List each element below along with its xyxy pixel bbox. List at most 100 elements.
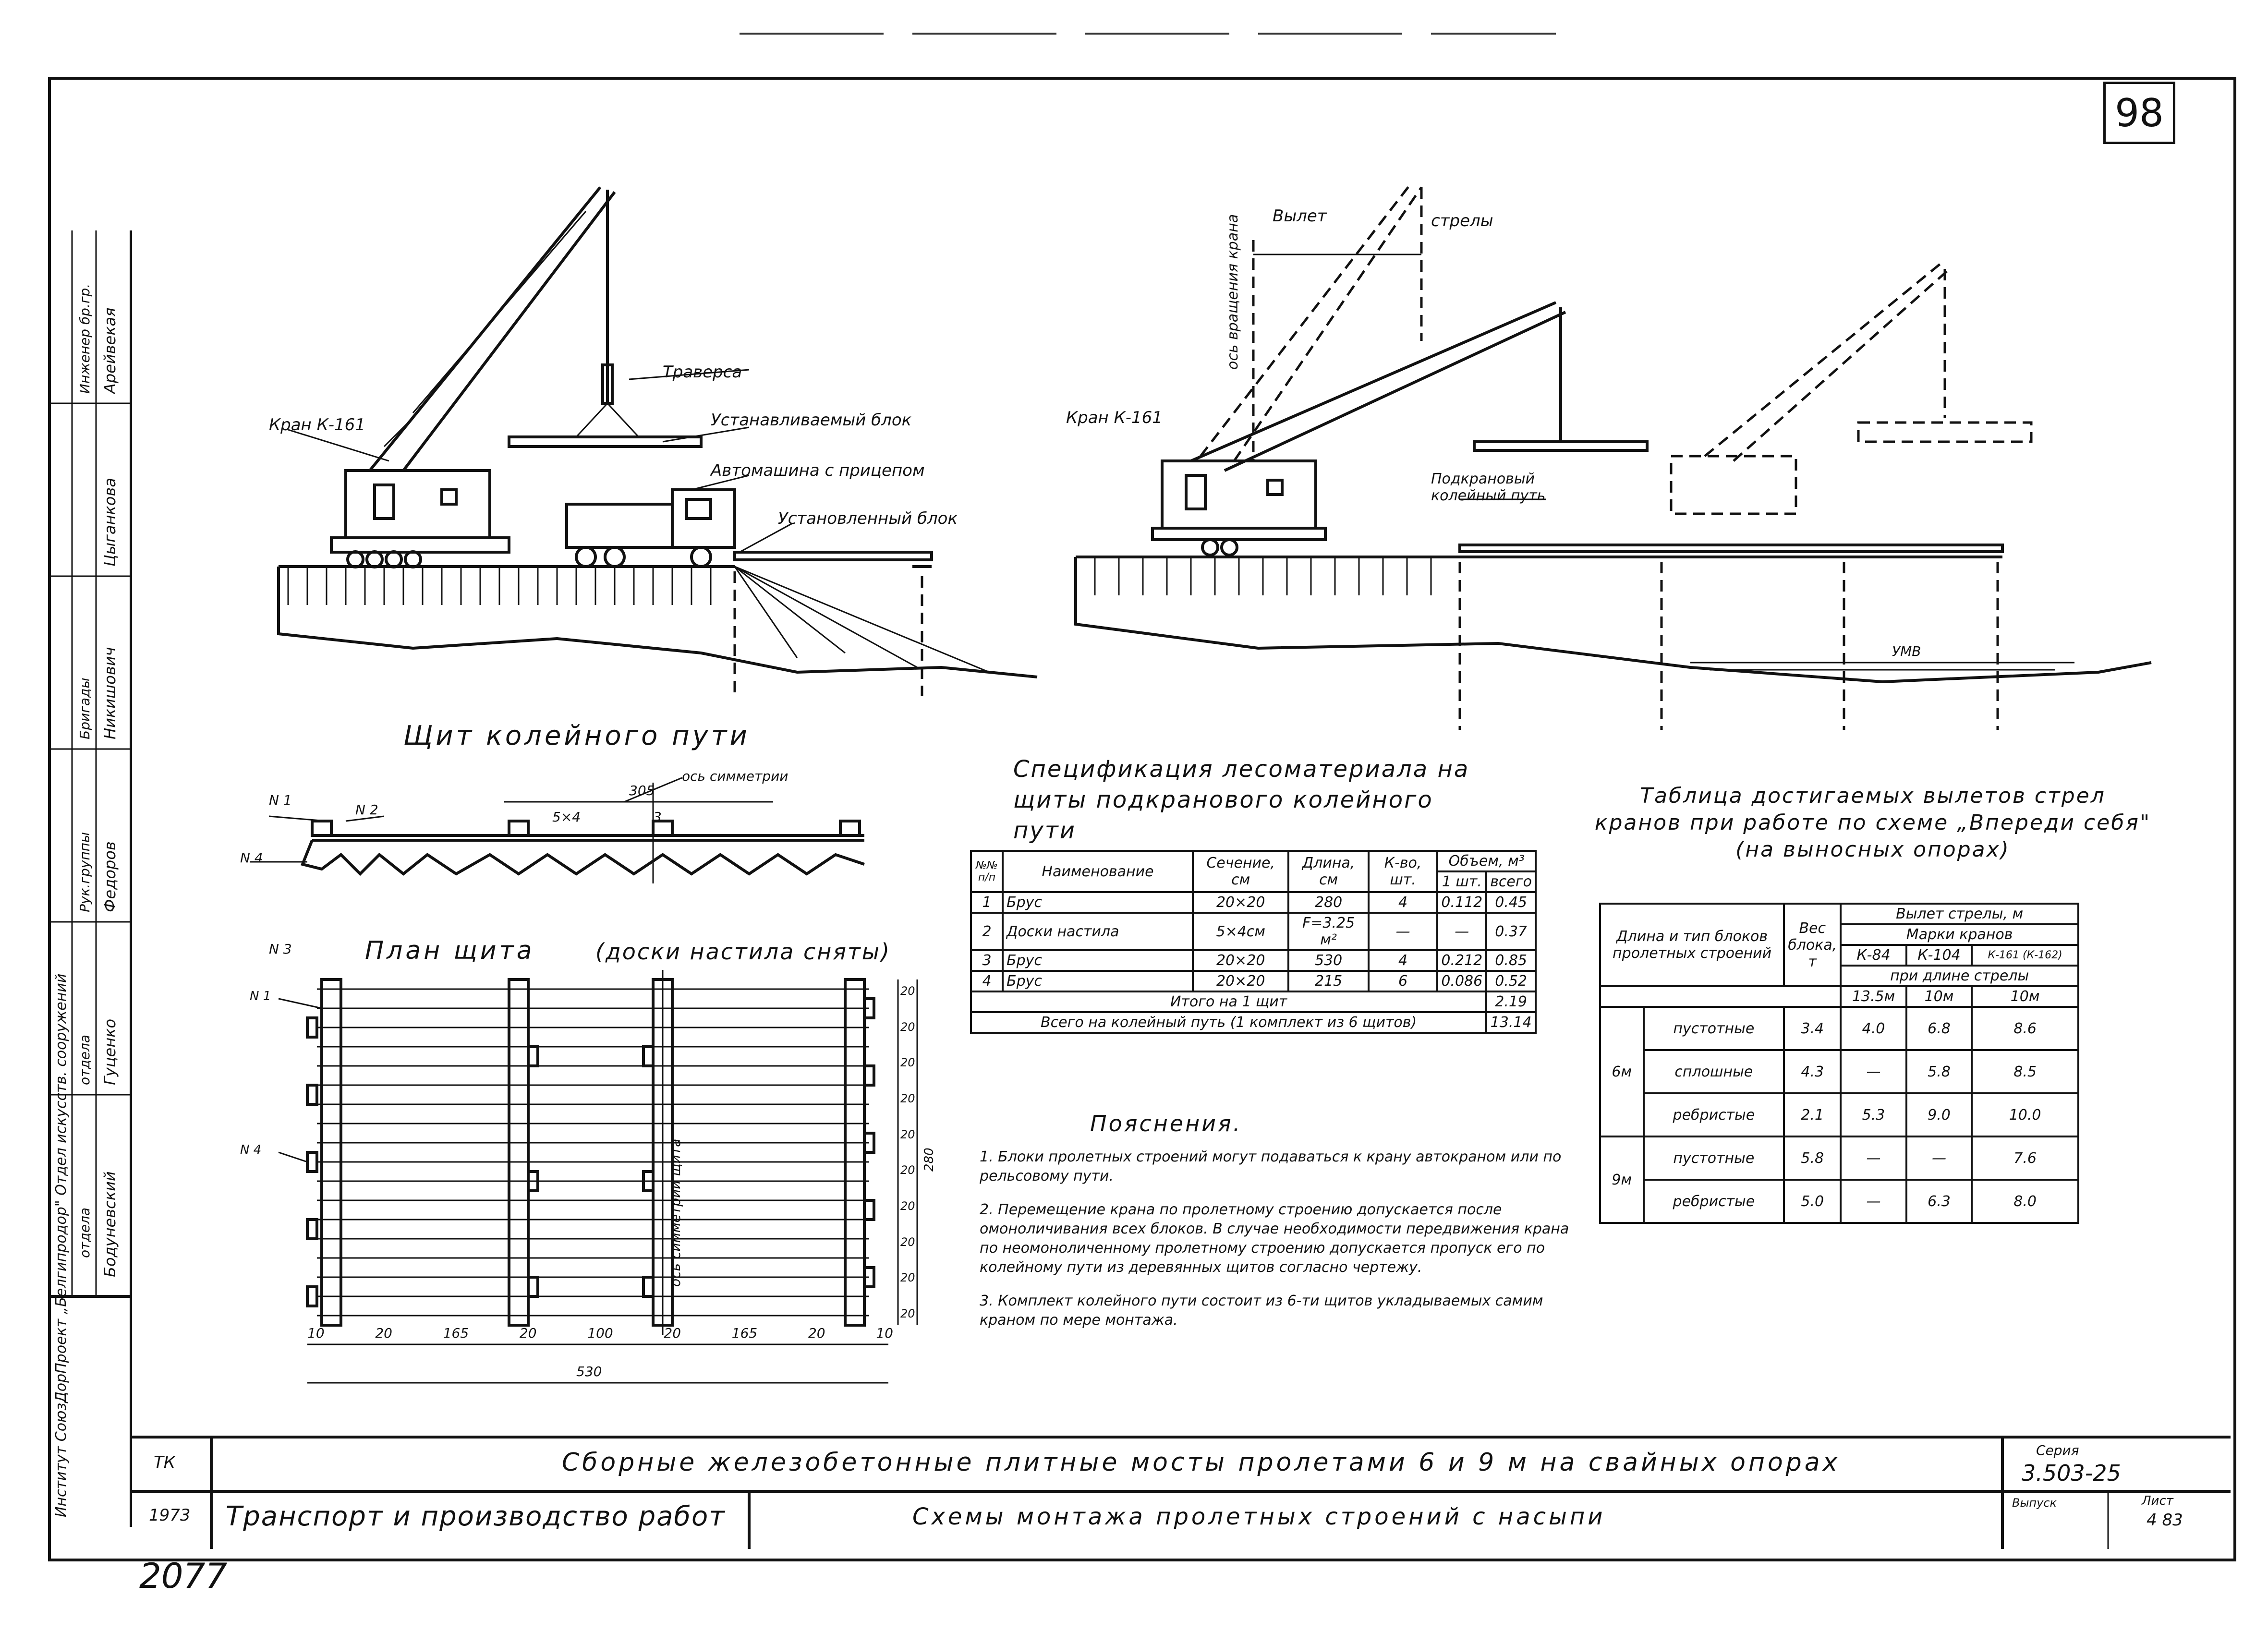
reach-title-2: кранов при работе по схеме „Впереди себя… [1594,810,2151,835]
rt-type: пустотные [1642,1006,1785,1051]
rt-span: 6м [1599,1006,1645,1137]
tb-sheet-title: Схемы монтажа пролетных строений с насып… [912,1503,1606,1530]
dim-right-col: 20 20 20 20 20 20 20 20 20 20 [900,984,917,1320]
spec-cell: 0.086 [1436,970,1488,992]
label-n3: N 3 [269,941,292,957]
spec-cell: 4 [1367,891,1439,914]
shield-section-svg [250,777,865,883]
rt-type: пустотные [1642,1136,1785,1181]
spec-cell: 0.52 [1485,970,1537,992]
dim-right: 20 [900,1199,915,1213]
rt-h-marks: Марки кранов [1840,923,2079,946]
spec-cell: 0.37 [1485,912,1537,951]
label-water: УМВ [1892,643,1921,659]
tb-year: 1973 [149,1506,191,1525]
spec-h-num: №№ п/п [970,850,1004,893]
dim-bottom: 20 [664,1325,681,1341]
label-305: 305 [629,783,655,798]
dim-bottom: 20 [375,1325,392,1341]
rt-type: ребристые [1642,1092,1785,1137]
label-5x4: 5×4 [552,809,581,825]
spec-cell: 0.212 [1436,949,1488,972]
rt-blank [1599,985,1842,1008]
notes: Пояснения. 1. Блоки пролетных строений м… [980,1111,1570,1344]
spec-h-count: К-во, шт. [1367,850,1439,893]
spec-h-all: всего [1485,870,1537,893]
notes-title: Пояснения. [1090,1111,1242,1136]
plan-title: План щита [365,936,535,965]
table-row: ребристые 2.1 5.3 9.0 10.0 [1600,1092,2079,1137]
rt-boom: 13.5м [1840,985,1907,1008]
table-row: ребристые 5.0 — 6.3 8.0 [1600,1179,2079,1224]
rt-cell: 5.0 [1783,1179,1842,1224]
spec-cell: Брус [1002,949,1194,972]
spec-cell: F=3.25 м² [1287,912,1370,951]
spec-table: №№ п/п Наименование Сечение, см Длина, с… [970,850,1537,1034]
rt-cell: — [1840,1136,1907,1181]
spec-cell: 3 [970,949,1004,972]
spec-cell: 4 [970,970,1004,992]
left-crane-svg [277,186,1038,696]
dim-right: 20 [900,1056,915,1070]
dim-right: 20 [900,1091,915,1105]
rt-h-reach: Вылет стрелы, м [1840,903,2079,925]
spec-cell: Брус [1002,891,1194,914]
dim-bottom: 20 [519,1325,537,1341]
tb-sheet-label: Лист [2142,1494,2173,1508]
dim-bottom: 20 [808,1325,825,1341]
spec-h-section: Сечение, см [1191,850,1290,893]
tb-sheet: 4 83 [2147,1511,2183,1530]
label-installed-block: Установленный блок [778,509,958,528]
label-n1: N 1 [269,792,292,808]
rt-cell: 7.6 [1971,1136,2079,1181]
table-row: 6м пустотные 3.4 4.0 6.8 8.6 [1599,1006,2079,1137]
label-n2: N 2 [355,802,378,818]
rt-cell: — [1840,1049,1907,1094]
label-track: Подкрановый колейный путь [1431,471,1546,504]
reach-title: Таблица достигаемых вылетов стрел кранов… [1585,783,2161,863]
spec-h-one: 1 шт. [1436,870,1488,893]
note-item: 3. Комплект колейного пути состоит из 6-… [980,1293,1543,1329]
drawing-frame [48,77,2236,1561]
spec-total: 2.19 [1485,991,1537,1013]
table-row: 4 Брус 20×20 215 6 0.086 0.52 [970,970,1537,992]
rt-cell: 8.0 [1971,1179,2079,1224]
sheet-number-box: 98 [2103,82,2175,144]
table-row: Итого на 1 щит 2.19 [970,991,1537,1013]
left-crane-drawing: Кран К-161 Траверса Устанавливаемый блок… [269,173,1047,701]
tb-issue-label: Выпуск [2012,1496,2057,1510]
dim-right: 20 [900,1020,915,1034]
dim-right: 20 [900,1163,915,1177]
dim-right: 20 [900,1271,915,1285]
title-block: ТК 1973 Сборные железобетонные плитные м… [130,1436,2231,1549]
rt-cell: 10.0 [1971,1092,2079,1137]
label-axis-sym: ось симметрии [682,768,788,784]
rt-type: сплошные [1642,1049,1785,1094]
rt-cell: 5.8 [1905,1049,1973,1094]
rt-cell: 9.0 [1905,1092,1973,1137]
rt-type: ребристые [1642,1179,1785,1224]
left-stamp: Институт СоюзДорПроект „Белгипродор" Отд… [48,230,132,1527]
spec-track-total: 13.14 [1485,1011,1537,1034]
table-row: 9м пустотные 5.8 — — 7.6 [1599,1136,2079,1224]
rt-cell: 4.3 [1783,1049,1842,1094]
tb-series-label: Серия [2036,1442,2079,1458]
rt-span: 9м [1599,1136,1645,1224]
label-reach: Вылет [1273,206,1327,226]
right-crane-svg [1074,181,2152,730]
note-item: 2. Перемещение крана по пролетному строе… [980,1201,1569,1276]
tb-main: Сборные железобетонные плитные мосты про… [562,1448,1841,1477]
table-row: 3 Брус 20×20 530 4 0.212 0.85 [970,949,1537,972]
shield-plan-svg [278,970,918,1384]
spec-cell: 5×4см [1191,912,1290,951]
rt-boom: 10м [1905,985,1973,1008]
right-crane-drawing: Вылет стрелы ось вращения крана Кран К-1… [1066,173,2161,749]
dim-bottom: 165 [731,1325,758,1341]
spec-cell: Доски настила [1002,912,1194,951]
spec-cell: — [1436,912,1488,951]
spec-cell: 20×20 [1191,949,1290,972]
note-item: 1. Блоки пролетных строений могут подава… [980,1148,1562,1185]
label-plan-n1: N 1 [250,989,271,1003]
rt-cell: — [1905,1136,1973,1181]
spec-cell: 20×20 [1191,891,1290,914]
